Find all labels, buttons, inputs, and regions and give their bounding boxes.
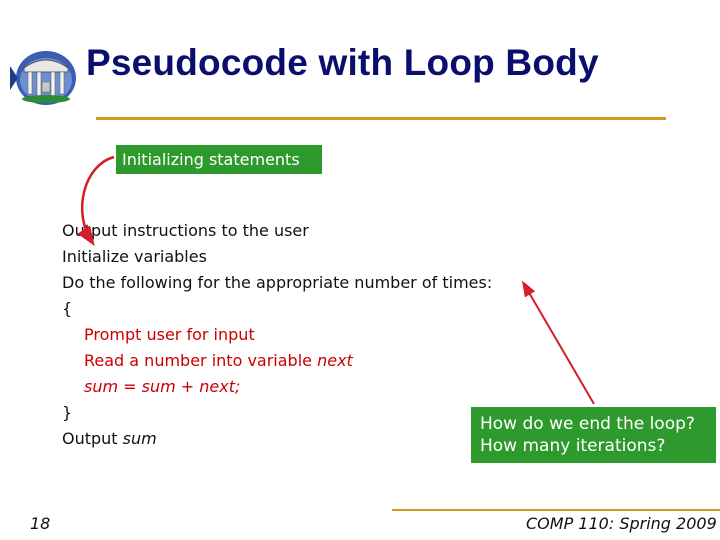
output-text: Output [62, 429, 123, 448]
init-arrow [77, 155, 115, 247]
code-line-read: Read a number into variable next [62, 348, 492, 374]
iterations-question: How many iterations? [480, 436, 666, 456]
end-loop-callout: How do we end the loop? How many iterati… [471, 407, 716, 463]
code-line-output: Output sum [62, 426, 492, 452]
code-line-open-brace: { [62, 299, 73, 318]
title-divider [96, 117, 666, 120]
next-variable: next [317, 351, 353, 370]
code-line-loop-header: Do the following for the appropriate num… [62, 273, 493, 292]
sum-variable: sum [122, 429, 157, 448]
code-line-close-brace: } [62, 403, 73, 422]
old-well-logo-icon [10, 51, 76, 105]
code-line-prompt: Prompt user for input [84, 325, 255, 344]
course-label: COMP 110: Spring 2009 [526, 514, 717, 533]
code-line-sum: sum = sum + next; [84, 377, 241, 396]
read-text: Read a number into variable [84, 351, 318, 370]
end-loop-question: How do we end the loop? [480, 414, 695, 434]
code-line-initialize: Initialize variables [62, 247, 207, 266]
code-line-output-instructions: Output instructions to the user [62, 221, 309, 240]
initializing-callout: Initializing statements [116, 145, 322, 174]
end-loop-arrow [521, 280, 595, 405]
slide-number: 18 [30, 514, 51, 533]
pseudocode-block: Output instructions to the user Initiali… [62, 218, 492, 452]
footer-divider [392, 509, 720, 511]
slide-title: Pseudocode with Loop Body [86, 42, 599, 83]
